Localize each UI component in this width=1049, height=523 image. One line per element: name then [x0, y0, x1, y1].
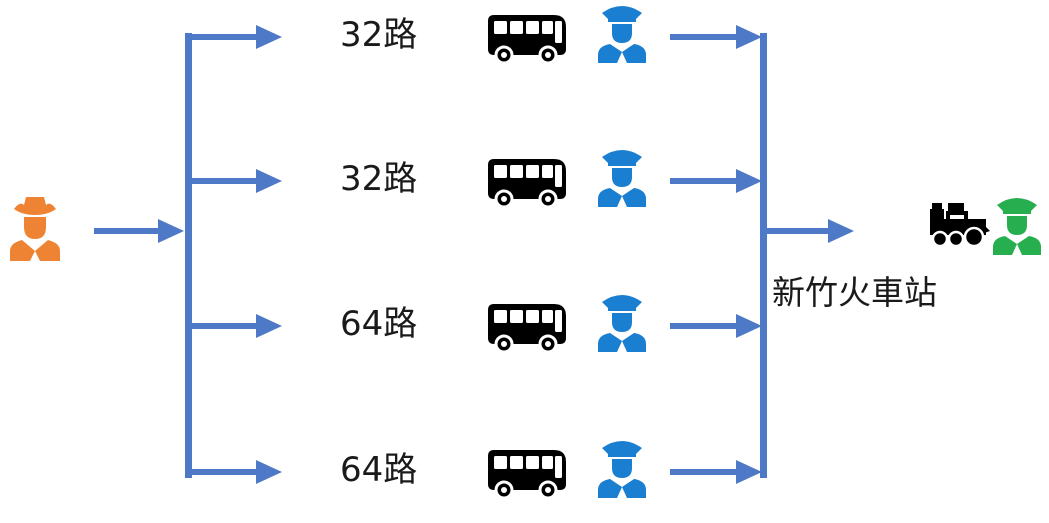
route-label: 64路 — [340, 304, 418, 344]
route-row — [188, 295, 762, 354]
route-row — [188, 441, 762, 500]
route-label: 32路 — [340, 15, 418, 55]
merge-arrow — [670, 25, 762, 49]
right-bracket — [760, 33, 767, 478]
route-rows — [188, 6, 762, 500]
cowboy-passenger-icon — [10, 197, 60, 261]
bus-driver-icon — [598, 6, 646, 63]
train-conductor-icon — [993, 198, 1041, 255]
bus-driver-icon — [598, 441, 646, 498]
merge-arrow — [670, 460, 762, 484]
bus-driver-icon — [598, 150, 646, 207]
branch-arrow — [188, 25, 282, 49]
bus-icon — [486, 157, 568, 209]
branch-arrow — [188, 460, 282, 484]
bus-icon — [486, 13, 568, 65]
route-row — [188, 6, 762, 65]
branch-arrow — [188, 314, 282, 338]
route-row — [188, 150, 762, 209]
bus-icon — [486, 448, 568, 500]
branch-arrow — [188, 169, 282, 193]
bus-driver-icon — [598, 295, 646, 352]
left-bracket — [185, 33, 192, 478]
locomotive-icon — [930, 203, 990, 248]
bus-icon — [486, 302, 568, 354]
route-label: 32路 — [340, 159, 418, 199]
merge-arrow — [670, 169, 762, 193]
route-label: 64路 — [340, 450, 418, 490]
destination-label: 新竹火車站 — [772, 273, 937, 312]
passenger-arrow — [94, 219, 184, 243]
destination-arrow — [767, 219, 854, 243]
merge-arrow — [670, 314, 762, 338]
